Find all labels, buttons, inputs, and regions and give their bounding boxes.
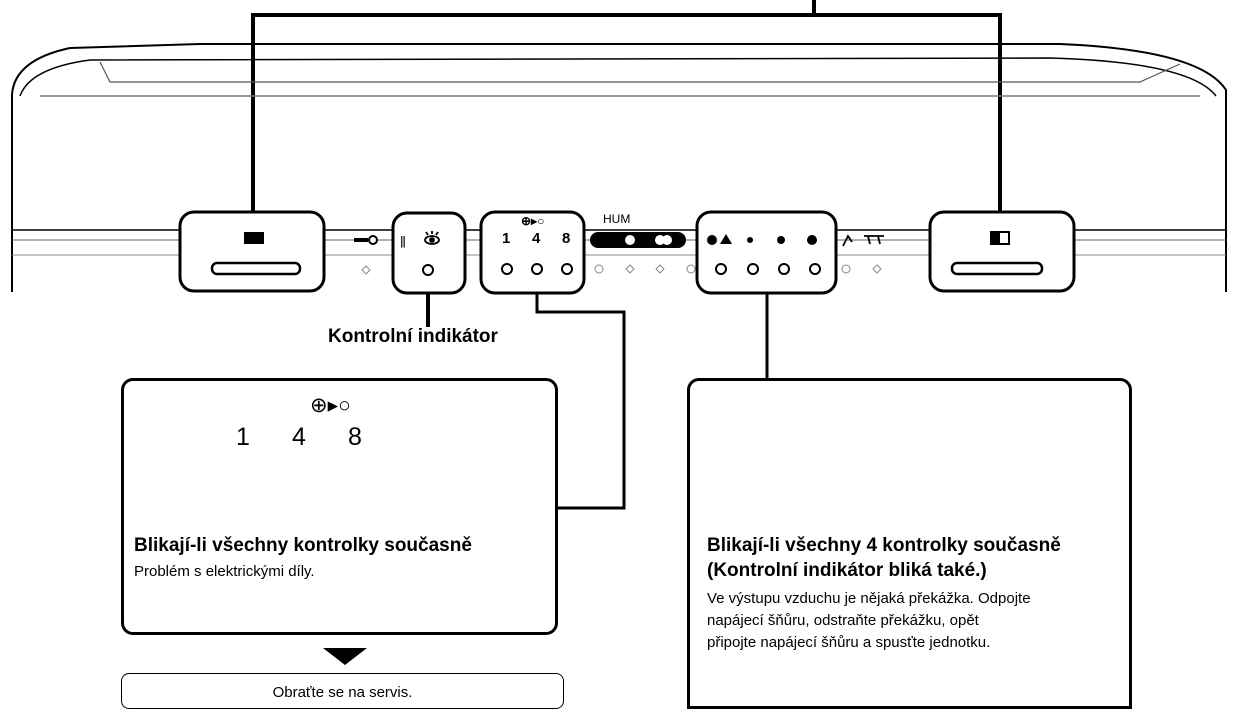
left-panel-heading: Blikají-li všechny kontrolky současně [134,535,472,556]
left-panel-text: Problém s elektrickými díly. [134,563,315,580]
timer-digit-4: 4 [292,423,306,451]
down-arrow-icon [323,648,367,665]
timer-digit-8-device: 8 [562,230,571,247]
right-panel-heading-1: Blikají-li všechny 4 kontrolky současně [707,535,1061,556]
check-indicator-label: Kontrolní indikátor [328,326,498,347]
timer-symbol: ⊕▸○ [310,394,351,417]
check-indicator-callout: ǁ [391,211,467,327]
timer-symbol-device: ⊕▸○ [521,214,545,228]
extra-icons-right [841,234,884,274]
left-button-callout [178,210,326,293]
timer-digit-8: 8 [348,423,362,451]
right-panel-heading-2: (Kontrolní indikátor bliká také.) [707,560,987,581]
key-icon [354,235,378,245]
timer-digit-1: 1 [236,423,250,451]
service-action-box: Obraťte se na servis. [121,673,564,709]
svg-text:ǁ: ǁ [400,234,406,248]
timer-digit-4-device: 4 [532,230,541,247]
right-info-panel: Blikají-li všechny 4 kontrolky současně … [687,378,1132,709]
fan-callout [695,210,838,378]
top-bracket [251,0,1002,212]
eye-icon [424,231,440,245]
humidity-indicators [590,232,696,274]
timer-callout [479,210,626,510]
left-info-panel: ⊕▸○ 1 4 8 Blikají-li všechny kontrolky s… [121,378,558,635]
right-panel-text-3: připojte napájecí šňůru a spusťte jednot… [707,634,991,651]
service-action-text: Obraťte se na servis. [272,684,413,701]
right-panel-text-1: Ve výstupu vzduchu je nějaká překážka. O… [707,590,1031,607]
right-button-callout [928,210,1076,293]
right-panel-text-2: napájecí šňůru, odstraňte překážku, opět [707,612,979,629]
timer-digit-1-device: 1 [502,230,511,247]
fan-icons-small [707,234,817,245]
hum-label: HUM [603,212,631,226]
